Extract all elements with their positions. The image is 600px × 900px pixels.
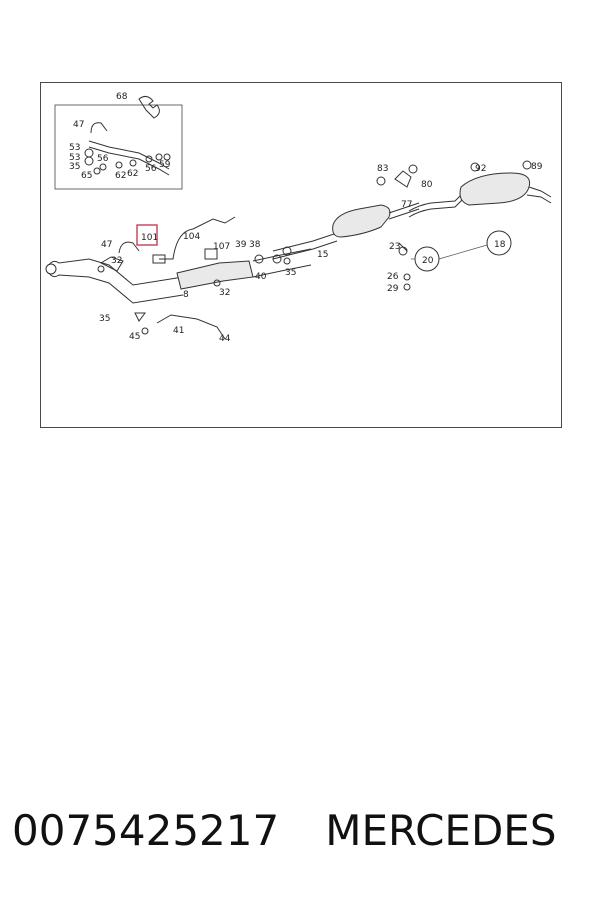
product-caption: 0075425217 MERCEDES xyxy=(12,800,592,860)
hangers xyxy=(134,164,512,340)
exhaust-diagram: 68 47 53 53 35 65 56 62 62 56 59 xyxy=(45,92,552,344)
callout-65: 65 xyxy=(81,171,92,181)
callout-68: 68 xyxy=(116,92,128,102)
callout-101: 101 xyxy=(141,233,158,243)
callout-35a: 35 xyxy=(285,268,296,278)
callout-89: 89 xyxy=(531,162,543,172)
callout-39: 39 xyxy=(235,240,247,250)
callout-18: 18 xyxy=(494,240,506,250)
callout-44: 44 xyxy=(219,334,231,344)
callout-15: 15 xyxy=(317,250,328,260)
callout-26: 26 xyxy=(387,272,399,282)
front-pipes xyxy=(45,241,184,304)
center-muffler xyxy=(332,204,391,238)
callout-59: 59 xyxy=(159,160,171,170)
pipe-hook-47 xyxy=(118,241,140,254)
oxygen-sensor-101: 101 104 xyxy=(136,216,236,264)
callout-53a: 53 xyxy=(69,143,80,153)
callout-45: 45 xyxy=(129,332,140,342)
callout-35: 35 xyxy=(69,162,80,172)
callout-32a: 32 xyxy=(111,256,122,266)
callout-23: 23 xyxy=(389,242,400,252)
callout-circle-18 xyxy=(486,230,512,256)
brand-name: MERCEDES xyxy=(325,805,557,855)
inset-detail: 68 47 53 53 35 65 56 62 62 56 59 xyxy=(54,92,183,190)
callout-83: 83 xyxy=(377,164,388,174)
callout-53b: 53 xyxy=(69,153,80,163)
rear-muffler xyxy=(408,160,552,218)
callout-104: 104 xyxy=(183,232,200,242)
inset-pipe-hook xyxy=(90,122,108,134)
callout-38: 38 xyxy=(249,240,261,250)
callout-47: 47 xyxy=(73,120,84,130)
wrench-icon xyxy=(138,95,160,119)
callout-32b: 32 xyxy=(219,288,230,298)
callout-62b: 62 xyxy=(127,169,138,179)
callout-56a: 56 xyxy=(97,154,109,164)
callout-29: 29 xyxy=(387,284,399,294)
catalytic-converter xyxy=(176,248,312,290)
callout-35b: 35 xyxy=(99,314,110,324)
part-number: 0075425217 xyxy=(12,805,280,855)
highlight-box xyxy=(136,224,158,246)
callout-47-main: 47 xyxy=(101,240,112,250)
callout-56b: 56 xyxy=(145,164,157,174)
callout-77: 77 xyxy=(401,200,412,210)
callout-92: 92 xyxy=(475,164,486,174)
middle-pipe-and-muffler xyxy=(272,202,420,260)
callout-80: 80 xyxy=(421,180,433,190)
callout-8: 8 xyxy=(183,290,189,300)
callout-41: 41 xyxy=(173,326,184,336)
exhaust-diagram-frame: 68 47 53 53 35 65 56 62 62 56 59 xyxy=(40,82,562,428)
callout-62a: 62 xyxy=(115,171,126,181)
callout-40: 40 xyxy=(255,272,267,282)
callout-20: 20 xyxy=(422,256,434,266)
callout-107: 107 xyxy=(213,242,230,252)
